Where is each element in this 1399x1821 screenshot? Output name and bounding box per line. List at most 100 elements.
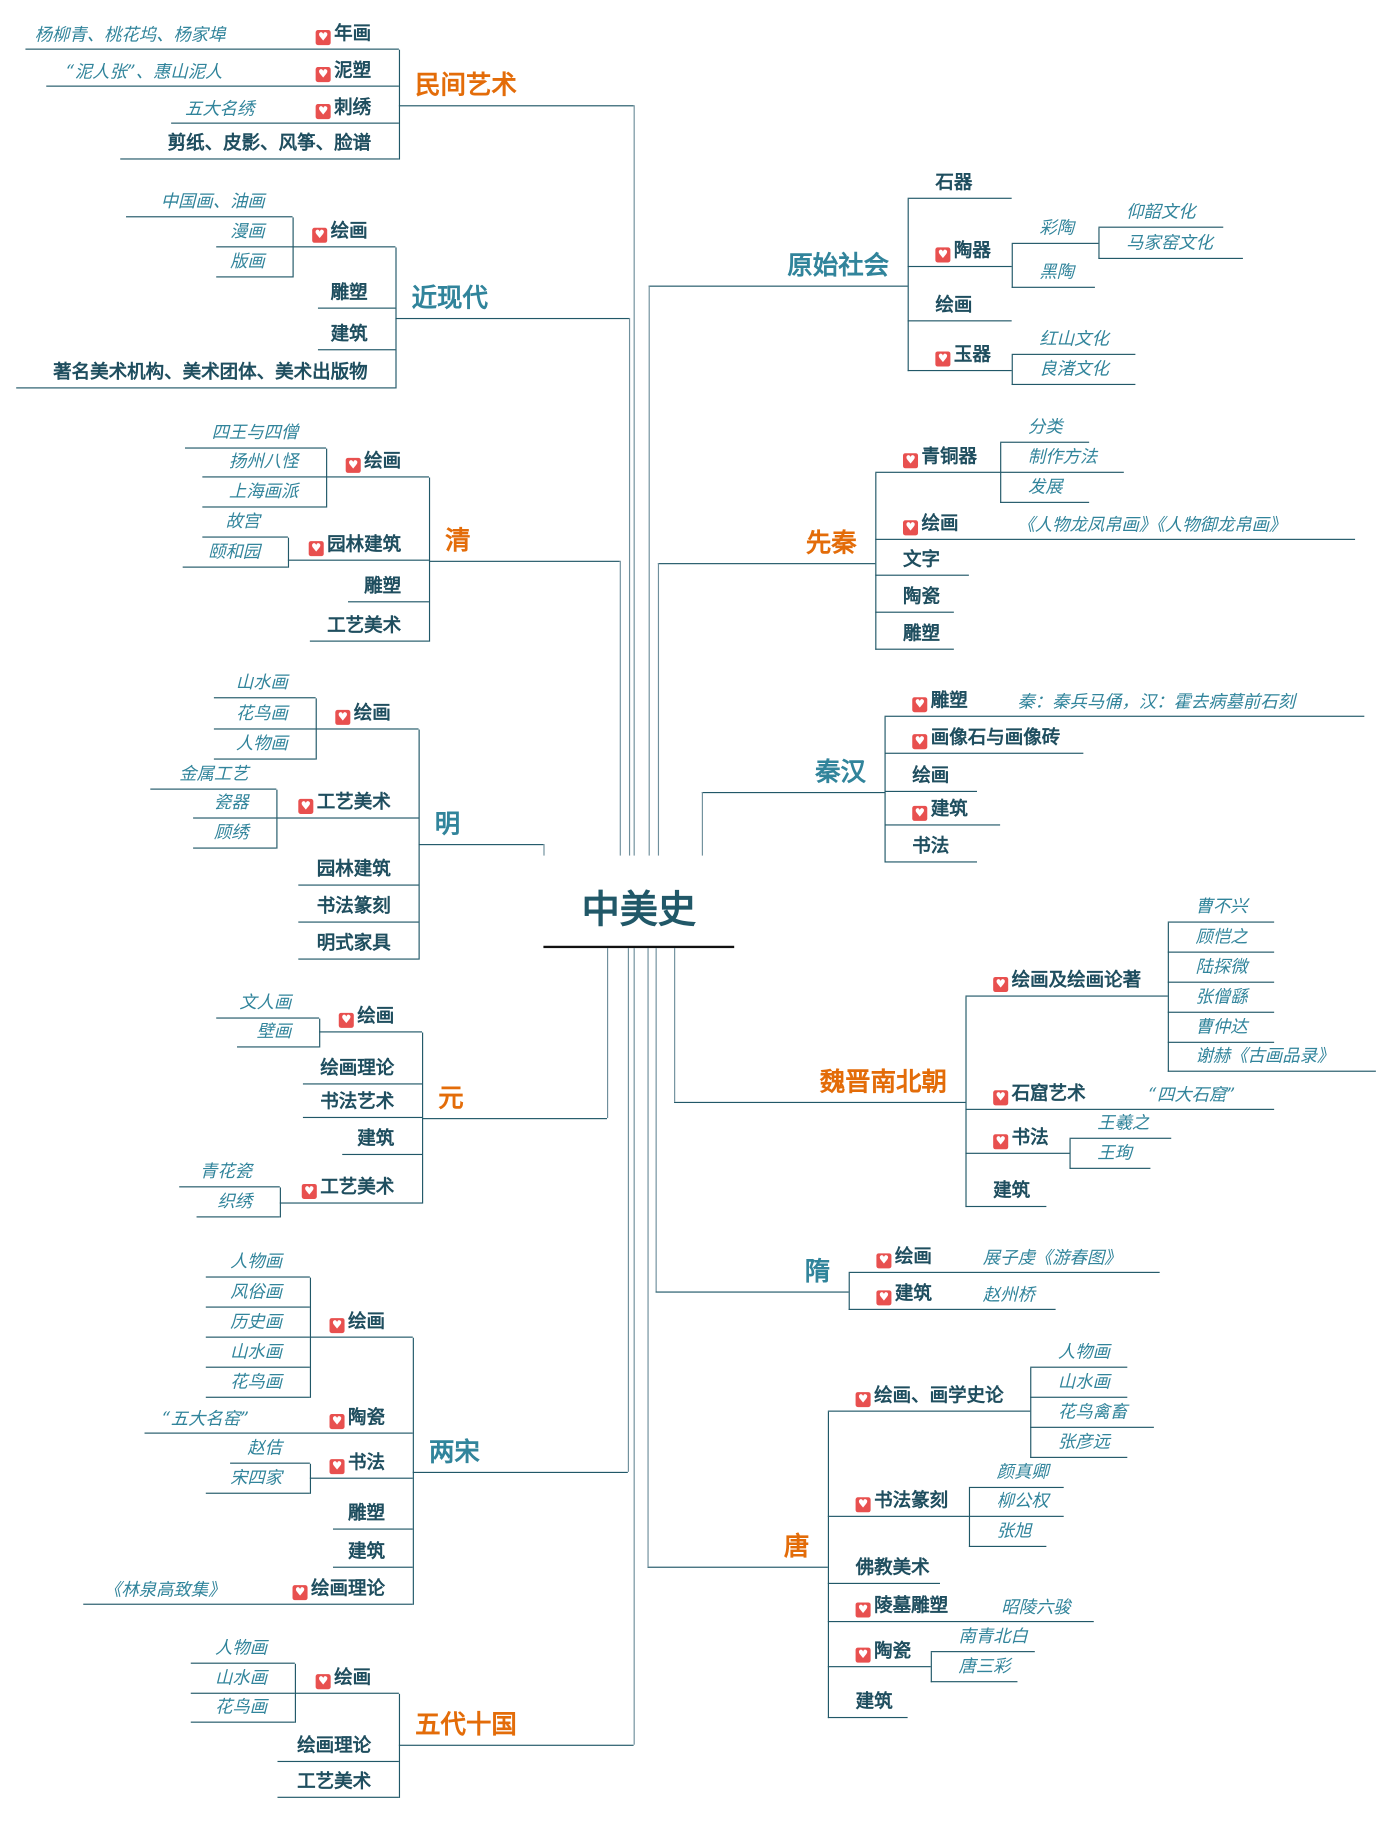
topic[interactable]: 雕塑 [332,1497,413,1530]
sub-topic[interactable]: 马家窑文化 [1098,227,1243,259]
topic[interactable]: 建筑 [827,1686,908,1719]
topic[interactable]: ♥书法 [965,1122,1070,1154]
sub-topic[interactable]: 人物画 [190,1631,295,1664]
topic[interactable]: ♥园林建筑 [287,528,429,561]
topic[interactable]: ♥绘画 [875,508,1356,540]
topic[interactable]: 园林建筑 [298,853,419,886]
topic[interactable]: ♥绘画 [309,1305,413,1338]
sub-topic[interactable]: 山水画 [190,1661,295,1694]
topic[interactable]: 绘画理论 [302,1052,423,1085]
sub-topic[interactable]: 仰韶文化 [1098,195,1224,228]
topic[interactable]: 书法 [884,830,977,863]
sub-topic[interactable]: 金属工艺 [150,757,277,790]
sub-topic[interactable]: 张僧繇 [1167,980,1275,1013]
sub-topic[interactable]: 彩陶 [1011,212,1099,244]
topic[interactable]: 建筑 [317,318,396,351]
sub-topic[interactable]: 故宫 [202,505,288,538]
topic[interactable]: ♥建筑 [884,793,1001,826]
topic[interactable]: ♥绘画及绘画论著 [965,964,1168,997]
sub-topic[interactable]: 织绣 [196,1185,280,1218]
topic[interactable]: ♥绘画 [292,215,396,248]
topic[interactable]: 陶瓷 [875,580,954,613]
topic[interactable]: 绘画 [884,760,977,792]
topic[interactable]: ♥刺绣 [171,91,399,124]
sub-topic[interactable]: 花鸟禽畜 [1030,1396,1154,1428]
sub-topic[interactable]: 山水画 [205,1335,310,1368]
topic[interactable]: ♥陵墓雕塑 [827,1590,1094,1623]
topic[interactable]: ♥绘画 [294,1661,399,1694]
topic[interactable]: 建筑 [332,1535,413,1568]
sub-topic[interactable]: 唐三彩 [930,1650,1018,1683]
topic[interactable]: ♥绘画理论 [83,1572,413,1605]
topic[interactable]: 建筑 [342,1123,423,1156]
topic[interactable]: 石器 [907,166,1012,199]
topic[interactable]: ♥画像石与画像砖 [884,721,1084,754]
sub-topic[interactable]: 版画 [216,245,293,278]
branch-topic[interactable]: 清 [445,527,471,557]
topic[interactable]: 文字 [875,543,969,576]
sub-topic[interactable]: 曹仲达 [1167,1011,1275,1043]
branch-topic[interactable]: 先秦 [805,529,857,559]
sub-topic[interactable]: 张彦远 [1030,1426,1128,1458]
sub-topic[interactable]: 花鸟画 [190,1690,295,1723]
sub-topic[interactable]: 风俗画 [205,1275,310,1308]
sub-topic[interactable]: 黑陶 [1011,256,1095,288]
sub-topic[interactable]: 陆探微 [1167,950,1275,983]
topic[interactable]: ♥泥塑 [46,54,399,87]
topic[interactable]: 书法艺术 [302,1086,423,1119]
topic[interactable]: ♥青铜器 [875,441,1001,473]
sub-topic[interactable]: 柳公权 [968,1485,1064,1517]
topic[interactable]: ♥玉器 [907,339,1012,372]
topic[interactable]: 著名美术机构、美术团体、美术出版物 [16,356,396,389]
sub-topic[interactable]: 顾恺之 [1167,920,1275,953]
topic[interactable]: ♥书法篆刻 [827,1485,969,1517]
sub-topic[interactable]: 人物画 [1030,1335,1128,1368]
sub-topic[interactable]: 人物画 [213,727,316,760]
topic[interactable]: 明式家具 [298,927,419,960]
topic[interactable]: 绘画 [907,289,1012,322]
sub-topic[interactable]: 颜真卿 [968,1456,1064,1489]
sub-topic[interactable]: 扬州八怪 [202,445,327,478]
sub-topic[interactable]: 花鸟画 [205,1365,310,1398]
topic[interactable]: ♥建筑 [848,1278,1056,1310]
sub-topic[interactable]: 漫画 [216,215,293,248]
topic[interactable]: 佛教美术 [827,1552,940,1584]
sub-topic[interactable]: 南青北白 [930,1620,1035,1653]
sub-topic[interactable]: 张旭 [968,1515,1047,1547]
sub-topic[interactable]: 上海画派 [202,475,327,508]
topic[interactable]: 绘画理论 [277,1730,399,1763]
topic[interactable]: ♥陶瓷 [827,1635,931,1668]
topic[interactable]: ♥陶器 [907,235,1012,268]
topic[interactable]: 雕塑 [875,617,954,650]
sub-topic[interactable]: 王羲之 [1069,1106,1172,1139]
sub-topic[interactable]: 历史画 [205,1305,310,1338]
sub-topic[interactable]: 山水画 [213,666,316,699]
branch-topic[interactable]: 五代十国 [415,1711,517,1741]
sub-topic[interactable]: 宋四家 [205,1461,310,1494]
branch-topic[interactable]: 魏晋南北朝 [819,1068,947,1098]
sub-topic[interactable]: 发展 [1000,471,1090,503]
sub-topic[interactable]: 人物画 [205,1245,310,1278]
branch-topic[interactable]: 民间艺术 [415,71,517,101]
branch-topic[interactable]: 明 [434,810,461,840]
topic[interactable]: 雕塑 [317,276,396,309]
topic[interactable]: 雕塑 [348,570,429,603]
sub-topic[interactable]: 制作方法 [1000,441,1124,473]
sub-topic[interactable]: 王珣 [1069,1137,1151,1169]
sub-topic[interactable]: 顾绣 [193,816,277,849]
topic[interactable]: ♥石窟艺术 [965,1078,1275,1110]
topic[interactable]: ♥年画 [25,17,399,50]
sub-topic[interactable]: 分类 [1000,410,1090,443]
branch-topic[interactable]: 秦汉 [815,758,866,788]
sub-topic[interactable]: 山水画 [1030,1365,1128,1398]
topic[interactable]: ♥绘画 [848,1241,1160,1273]
branch-topic[interactable]: 唐 [783,1533,810,1563]
sub-topic[interactable]: 曹不兴 [1167,890,1275,923]
sub-topic[interactable]: 壁画 [237,1015,320,1048]
topic[interactable]: ♥书法 [309,1446,413,1479]
sub-topic[interactable]: 赵佶 [230,1431,310,1464]
topic[interactable]: 书法篆刻 [298,890,419,923]
topic[interactable]: ♥绘画 [319,1000,423,1033]
branch-topic[interactable]: 两宋 [428,1438,480,1468]
branch-topic[interactable]: 近现代 [411,284,488,314]
